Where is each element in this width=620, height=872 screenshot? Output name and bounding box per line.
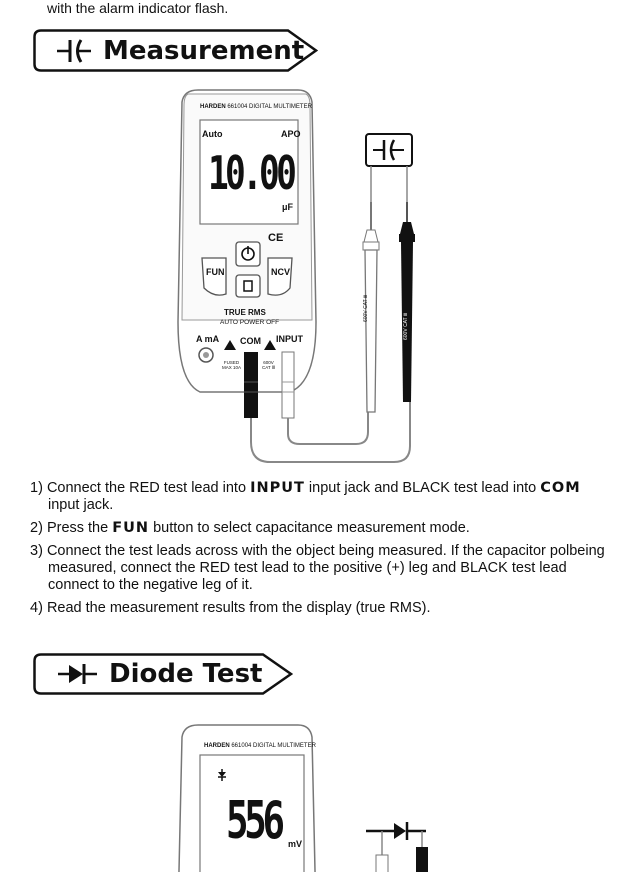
meter1-unit: μF [282, 202, 294, 212]
input-jack-label: INPUT [276, 334, 303, 344]
step-2: 2) Press the FUN button to select capaci… [30, 520, 470, 536]
meter1-auto-label: Auto [202, 129, 223, 139]
meter1-brand: HARDEN 661004 DIGITAL MULTIMETER [200, 104, 312, 110]
step-3: 3) Connect the test leads across with th… [30, 543, 605, 593]
com-keyword: COM [540, 480, 581, 496]
meter2-brand: HARDEN 661004 DIGITAL MULTIMETER [204, 743, 316, 749]
true-rms-label: TRUE RMS [224, 308, 266, 317]
fun-button[interactable]: FUN [206, 267, 225, 277]
meter1-reading: 10.00 [208, 146, 297, 200]
instruction-steps: 1) Connect the RED test lead into INPUT … [30, 480, 605, 623]
black-probe-label: 600V CAT Ⅲ [403, 312, 409, 340]
fun-keyword: FUN [112, 520, 150, 536]
diode-figure: HARDEN 661004 DIGITAL MULTIMETER 556 mV [170, 715, 470, 872]
diode-icon [58, 664, 97, 684]
red-probe-label: 600V CAT Ⅲ [363, 294, 369, 322]
ncv-button[interactable]: NCV [271, 267, 291, 277]
diode-title: Diode Test [109, 659, 263, 689]
input-keyword: INPUT [250, 480, 305, 496]
measurement-banner: Measurement [33, 29, 318, 72]
ce-mark: CE [268, 232, 284, 244]
a-ma-jack-label: A mA [196, 334, 220, 344]
multimeter-figure: HARDEN 661004 DIGITAL MULTIMETER Auto AP… [170, 82, 470, 474]
meter1-apo-label: APO [281, 129, 301, 139]
meter2-reading: 556 [226, 791, 285, 851]
com-jack-label: COM [240, 336, 261, 346]
diode-mode-icon [218, 769, 226, 781]
step-1: 1) Connect the RED test lead into INPUT … [30, 480, 581, 513]
intro-text: with the alarm indicator flash. [47, 0, 229, 16]
meter2-unit: mV [288, 839, 303, 849]
measurement-title: Measurement [103, 35, 305, 66]
step-4: 4) Read the measurement results from the… [30, 600, 431, 616]
diode-banner: Diode Test [33, 653, 293, 695]
auto-power-off-label: AUTO POWER OFF [220, 319, 280, 326]
capacitor-icon [57, 39, 91, 63]
